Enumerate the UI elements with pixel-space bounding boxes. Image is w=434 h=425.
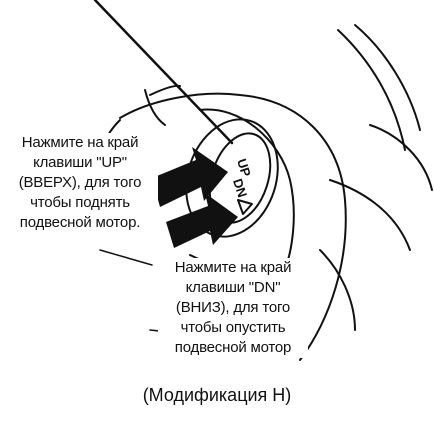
rim-arc-left-2 [145, 90, 165, 125]
switch-label-dn: DN [230, 177, 250, 199]
dn-pointer-arrow-icon [166, 193, 238, 248]
handle-inner-edge [150, 86, 180, 95]
callout-dn-line: чтобы опустить [158, 318, 308, 338]
grip-line-2 [355, 25, 420, 130]
callout-up-pointer [100, 250, 152, 265]
callout-dn-line: Нажмите на край [158, 258, 308, 278]
callout-dn-line: (ВНИЗ), для того [158, 298, 308, 318]
switch-label-up: UP [234, 157, 254, 179]
callout-up-line: чтобы поднять [2, 193, 158, 213]
leader-line [95, 0, 232, 143]
callout-dn-line: клавиши "DN" [158, 278, 308, 298]
callout-up-line: Нажмите на край [2, 133, 158, 153]
callout-up-line: (ВВЕРХ), для того [2, 173, 158, 193]
up-pointer-arrow-icon [152, 147, 228, 207]
grip-line-4 [330, 180, 410, 250]
callout-up-line: клавиши "UP" [2, 153, 158, 173]
callout-dn-line: подвесной мотор [158, 338, 308, 358]
figure-caption: (Модификация H) [0, 385, 434, 406]
callout-up-text: Нажмите на край клавиши "UP" (ВВЕРХ), дл… [2, 133, 158, 233]
grip-line-1 [338, 30, 405, 150]
callout-up-line: подвесной мотор. [2, 213, 158, 233]
down-arrow-icon [238, 200, 252, 214]
callout-down-text: Нажмите на край клавиши "DN" (ВНИЗ), для… [158, 258, 308, 358]
